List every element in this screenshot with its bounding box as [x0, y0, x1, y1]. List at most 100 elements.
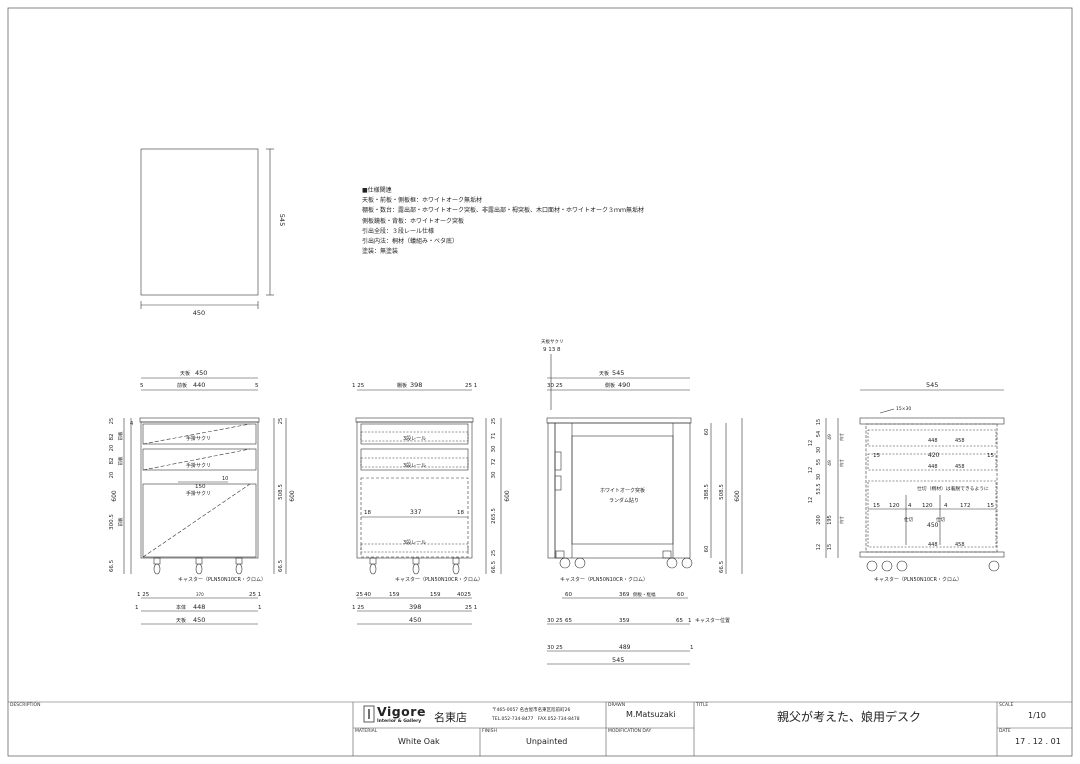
- section-side-right: 18: [457, 510, 464, 516]
- brand-sub: Interior & Gallery: [377, 719, 422, 724]
- front-right-total: 600: [289, 490, 296, 502]
- interior-v-13: 15: [827, 544, 833, 550]
- side-grip-dims: 9 13 8: [543, 347, 561, 353]
- interior-v-2: 54: [816, 431, 822, 437]
- side-pos-left: 30 25: [547, 618, 563, 624]
- front-gap-left: 5: [140, 383, 144, 389]
- front-bottom-b-left: 1: [135, 605, 139, 611]
- front-drawer-3: [142, 483, 257, 558]
- front-bottom-b-right: 1: [258, 605, 262, 611]
- interior-v-12: 12: [816, 544, 822, 550]
- front-top-width: 450: [195, 369, 207, 377]
- interior-drawer-w1: 448: [928, 438, 938, 444]
- spec-line: 塗装：無塗装: [362, 248, 399, 256]
- interior-sub-5: 4: [944, 503, 948, 509]
- vigore-logo-mark: [363, 705, 375, 723]
- section-inner-width: 337: [410, 509, 422, 516]
- side-caster-label: キャスター（PLN50N10CR・クロム）: [560, 576, 648, 583]
- front-bottom-a-left: 1 25: [137, 592, 150, 598]
- front-bottom-a-right: 25 1: [249, 592, 261, 598]
- interior-sub-2: 120: [889, 503, 900, 509]
- section-h8: 66.5: [491, 560, 497, 573]
- section-h5: 30: [491, 471, 497, 478]
- section-side-left: 18: [364, 510, 371, 516]
- interior-v-11: 195: [827, 515, 833, 525]
- store-tel: TEL.052-734-8477 FAX.052-734-8478: [492, 717, 580, 722]
- interior-v-7: 30: [816, 474, 822, 480]
- interior-width: 545: [926, 381, 938, 389]
- side-pos-label: キャスター位置: [695, 617, 730, 624]
- front-right-top: 25: [278, 418, 284, 424]
- front-drawer-2: [142, 448, 257, 471]
- interior-partition-w: 450: [927, 522, 939, 529]
- side-pos-right: 1: [688, 618, 692, 624]
- side-rail-left: 60: [565, 592, 572, 598]
- section-casters: [369, 557, 460, 575]
- section-bottom2-right: 25 1: [465, 605, 477, 611]
- material-value: White Oak: [398, 737, 440, 746]
- side-grip-label: 天板サクリ: [541, 338, 564, 345]
- interior-v-5: 55: [816, 459, 822, 465]
- scale-label: SCALE: [999, 703, 1014, 708]
- side-h-body: 508.5: [719, 484, 725, 500]
- side-h-mid: 388.5: [704, 484, 710, 500]
- front-gap-right: 5: [255, 383, 259, 389]
- section-bottom-5: 40: [457, 592, 464, 598]
- section-caster-label: キャスター（PLN50N10CR・クロム）: [395, 576, 483, 583]
- sheet-border: [7, 7, 1073, 757]
- spec-heading: ■仕様関連: [362, 187, 392, 194]
- side-side-width: 490: [618, 381, 630, 389]
- interior-drawer-d3: 458: [955, 542, 965, 548]
- side-b2-center: 489: [619, 644, 631, 651]
- side-side-label: 側板: [605, 382, 615, 389]
- interior-sub-6: 172: [960, 503, 971, 509]
- section-h6: 265.5: [491, 508, 497, 524]
- side-h-total: 600: [734, 490, 741, 502]
- section-bottom-4: 159: [430, 592, 441, 598]
- section-dim-left: 1 25: [352, 383, 365, 389]
- spec-line: 側板鏡板・背板：ホワイトオーク突板: [362, 217, 465, 225]
- finish-value: Unpainted: [526, 737, 568, 746]
- side-pos-center: 359: [619, 618, 630, 624]
- front-right-caster: 66.5: [278, 559, 284, 572]
- interior-rod-label: 15×30: [896, 406, 911, 412]
- front-casters: [153, 557, 243, 575]
- side-top-width: 545: [612, 369, 624, 377]
- side-rail-label: 側板・框幅: [633, 591, 656, 598]
- interior-casters: [866, 560, 1000, 572]
- section-h3: 30: [491, 445, 497, 452]
- side-left-dim: 30 25: [547, 383, 563, 389]
- section-view: 1 25 棚板 398 25 1 3段レール 3段レール 3段レール 18 33…: [352, 381, 511, 625]
- side-pos-a: 65: [565, 618, 572, 624]
- store-name: 名東店: [434, 711, 467, 724]
- section-h1: 25: [491, 418, 497, 424]
- interior-sub-4: 120: [922, 503, 933, 509]
- material-label: MATERIAL: [355, 729, 378, 734]
- title-label: TITLE: [696, 703, 709, 708]
- front-bottom-a-center: 370: [196, 592, 204, 597]
- date-value: 17 . 12 . 01: [1015, 737, 1061, 746]
- front-drawer-h2: 82: [109, 458, 115, 465]
- front-gap-c: 20: [109, 445, 115, 451]
- interior-v-10: 200: [816, 515, 822, 525]
- interior-sub-7: 15: [987, 503, 994, 509]
- interior-caster-label: キャスター（PLN50N10CR・クロム）: [874, 576, 962, 583]
- side-rail-center: 369: [619, 592, 630, 598]
- interior-partition-a: 仕切: [904, 516, 913, 523]
- title-block-grid: [8, 701, 1072, 756]
- front-front-width: 440: [193, 381, 205, 389]
- section-shelf-label: 棚板: [397, 382, 407, 389]
- front-front-label: 前板: [177, 382, 187, 389]
- interior-sub-3: 4: [908, 503, 912, 509]
- spec-line: 引出全段：３段レール仕様: [362, 227, 435, 235]
- front-pull-label-1: 手掛サクリ: [186, 435, 211, 442]
- section-bottom-1: 25: [356, 592, 363, 598]
- drawn-label: DRAWN: [608, 703, 626, 708]
- front-top-label: 天板: [180, 370, 190, 377]
- spec-line: 引出内法：桐材（蟻組み・ベタ底）: [362, 237, 459, 245]
- section-rail-1: 3段レール: [403, 435, 426, 442]
- interior-vs-2: 49: [827, 460, 833, 466]
- front-top2-label: 天板: [176, 617, 186, 624]
- section-shelf-width: 398: [410, 381, 422, 389]
- interior-v-8: 53.5: [816, 483, 822, 494]
